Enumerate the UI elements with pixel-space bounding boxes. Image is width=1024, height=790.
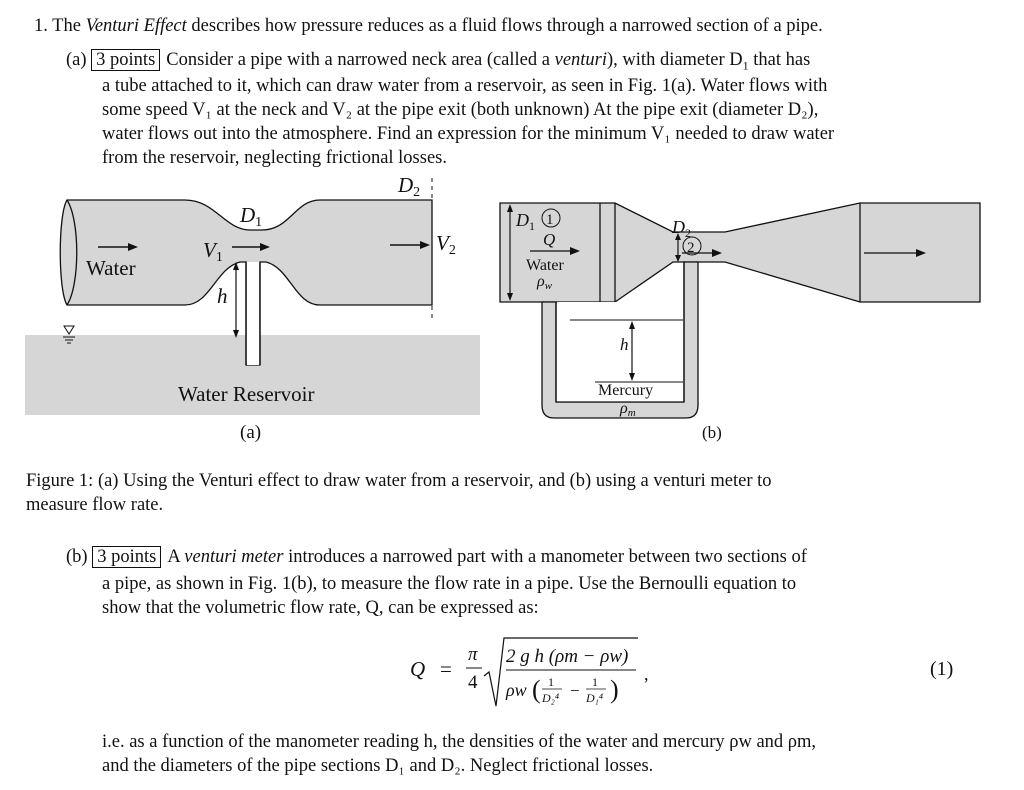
inlet-flow-arrow [128, 243, 138, 251]
part-a-line-5: from the reservoir, neglecting frictiona… [102, 148, 447, 168]
equation-1: Q = π 4 2 g h (ρm − ρw) ρw ( 1 D₂⁴ − 1 D… [410, 637, 649, 707]
mercury-label: Mercury [598, 382, 653, 399]
part-a-line-2: a tube attached to it, which can draw wa… [102, 76, 828, 96]
part-b-line-3: show that the volumetric flow rate, Q, c… [102, 598, 539, 618]
part-b-points-badge: 3 points [92, 546, 162, 568]
flow-arrow-1 [570, 247, 580, 255]
v1-label: V1 [203, 238, 223, 265]
eq-den-rho: ρw [505, 680, 527, 700]
d1-label-b: D1 [515, 210, 535, 233]
q-label: Q [543, 230, 555, 249]
svg-text:π: π [468, 644, 478, 665]
svg-text:,: , [644, 664, 649, 684]
part-b-after-1: i.e. as a function of the manometer read… [102, 732, 817, 752]
problem-number: 1. [34, 16, 48, 36]
flow-arrow-outlet [916, 249, 926, 257]
h-label-b: h [620, 335, 629, 354]
svg-text:D₁⁴: D₁⁴ [585, 691, 603, 705]
figure-b: 1 2 D1 D2 Q Water ρw h Mercury ρm (b) [499, 202, 981, 442]
d2-label-a: D2 [397, 173, 420, 200]
eq-numerator: 2 g h (ρm − ρw) [506, 646, 628, 667]
flow-arrow-2 [712, 249, 722, 257]
svg-text:): ) [610, 675, 619, 704]
water-label-b: Water [526, 257, 564, 274]
figure-a: Water D1 D2 V1 V2 h Water Reservoir (a) [25, 173, 480, 443]
eq-equals: = [440, 657, 452, 681]
part-a-line-3: some speed V₁ at the neck and V₂ at the … [102, 100, 819, 120]
water-label: Water [86, 256, 136, 280]
rho-m-label: ρm [619, 400, 636, 419]
sqrt-sign [483, 637, 638, 707]
part-a-label: (a) [66, 50, 87, 70]
svg-text:−: − [570, 681, 580, 700]
v2-label: V2 [436, 231, 456, 258]
part-b-line-2: a pipe, as shown in Fig. 1(b), to measur… [102, 574, 797, 594]
figure-1: Water D1 D2 V1 V2 h Water Reservoir (a) [25, 173, 981, 443]
svg-text:2: 2 [687, 240, 695, 256]
svg-text:1: 1 [548, 675, 554, 689]
part-a-line-4: water flows out into the atmosphere. Fin… [102, 124, 835, 144]
exit-flow-arrow [420, 241, 430, 249]
figure-caption-line-1: Figure 1: (a) Using the Venturi effect t… [26, 471, 772, 491]
svg-text:(: ( [532, 675, 541, 704]
subfigure-b-label: (b) [702, 423, 722, 442]
d2-label-b: D2 [671, 217, 691, 240]
figure-caption-line-2: measure flow rate. [26, 495, 164, 515]
equation-number: (1) [930, 658, 954, 680]
eq-lhs: Q [410, 657, 425, 681]
problem-statement: 1. The Venturi Effect describes how pres… [34, 16, 823, 36]
venturi-effect-term: Venturi Effect [85, 16, 187, 36]
svg-text:4: 4 [468, 672, 478, 693]
station-2-circle [682, 236, 702, 256]
subfigure-a-label: (a) [240, 422, 261, 443]
station-1-circle [541, 208, 561, 228]
neck-flow-arrow [260, 243, 270, 251]
svg-text:1: 1 [592, 675, 598, 689]
part-b-after-2: and the diameters of the pipe sections D… [102, 756, 654, 776]
part-b-label: (b) [66, 547, 88, 567]
svg-text:D₂⁴: D₂⁴ [541, 691, 559, 705]
rho-w-label: ρw [536, 273, 553, 292]
part-a-points-badge: 3 points [91, 49, 161, 71]
d1-label-a: D1 [239, 203, 262, 230]
reservoir-label: Water Reservoir [178, 382, 315, 406]
free-surface-icon [63, 325, 75, 344]
h-label-a: h [217, 284, 228, 308]
svg-text:1: 1 [546, 212, 554, 228]
